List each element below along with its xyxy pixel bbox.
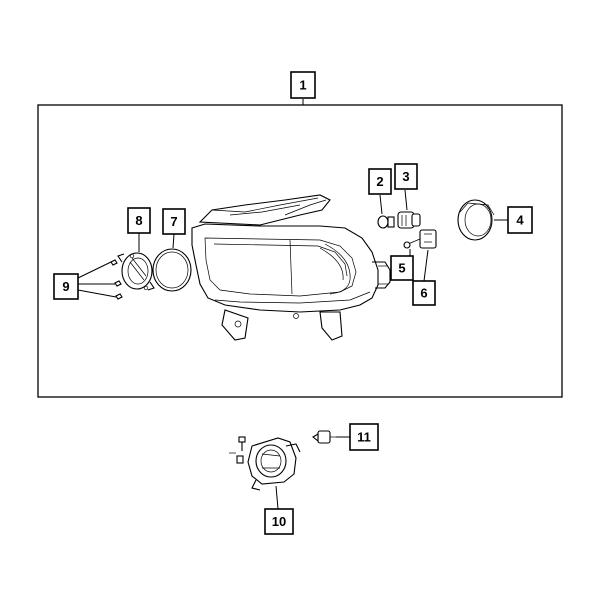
bulb-part — [377, 215, 395, 229]
callout-7[interactable]: 7 — [162, 208, 186, 249]
hid-bulb-part — [403, 229, 437, 249]
callout-3-label: 3 — [402, 169, 409, 184]
callout-6[interactable]: 6 — [412, 249, 436, 306]
callout-1-label: 1 — [299, 78, 306, 93]
callout-8[interactable]: 8 — [127, 207, 151, 252]
callout-5-label: 5 — [398, 261, 405, 276]
screws-part — [110, 259, 123, 300]
assembly-frame — [37, 104, 563, 398]
dust-cover-part — [457, 199, 495, 241]
callout-3[interactable]: 3 — [394, 163, 418, 211]
callout-7-label: 7 — [170, 214, 177, 229]
callout-9-label: 9 — [62, 279, 69, 294]
fog-lamp-part — [229, 436, 301, 491]
fog-bulb-part — [312, 430, 336, 444]
callout-8-label: 8 — [135, 213, 142, 228]
bulb-socket-part — [397, 211, 421, 229]
callout-5[interactable]: 5 — [390, 249, 414, 281]
callout-11[interactable]: 11 — [336, 423, 379, 451]
callout-2[interactable]: 2 — [368, 168, 392, 215]
callout-10[interactable]: 10 — [264, 485, 294, 535]
callout-9[interactable]: 9 — [53, 261, 117, 300]
seal-ring-part — [152, 248, 192, 292]
headlamp-housing — [191, 194, 391, 341]
callout-4[interactable]: 4 — [494, 206, 533, 234]
callout-10-label: 10 — [272, 514, 286, 529]
callout-4-label: 4 — [516, 213, 524, 228]
callout-6-label: 6 — [420, 286, 427, 301]
callout-11-label: 11 — [357, 430, 371, 445]
bulb-adapter-part — [117, 252, 155, 291]
callout-1[interactable]: 1 — [290, 71, 316, 105]
callout-2-label: 2 — [376, 174, 383, 189]
